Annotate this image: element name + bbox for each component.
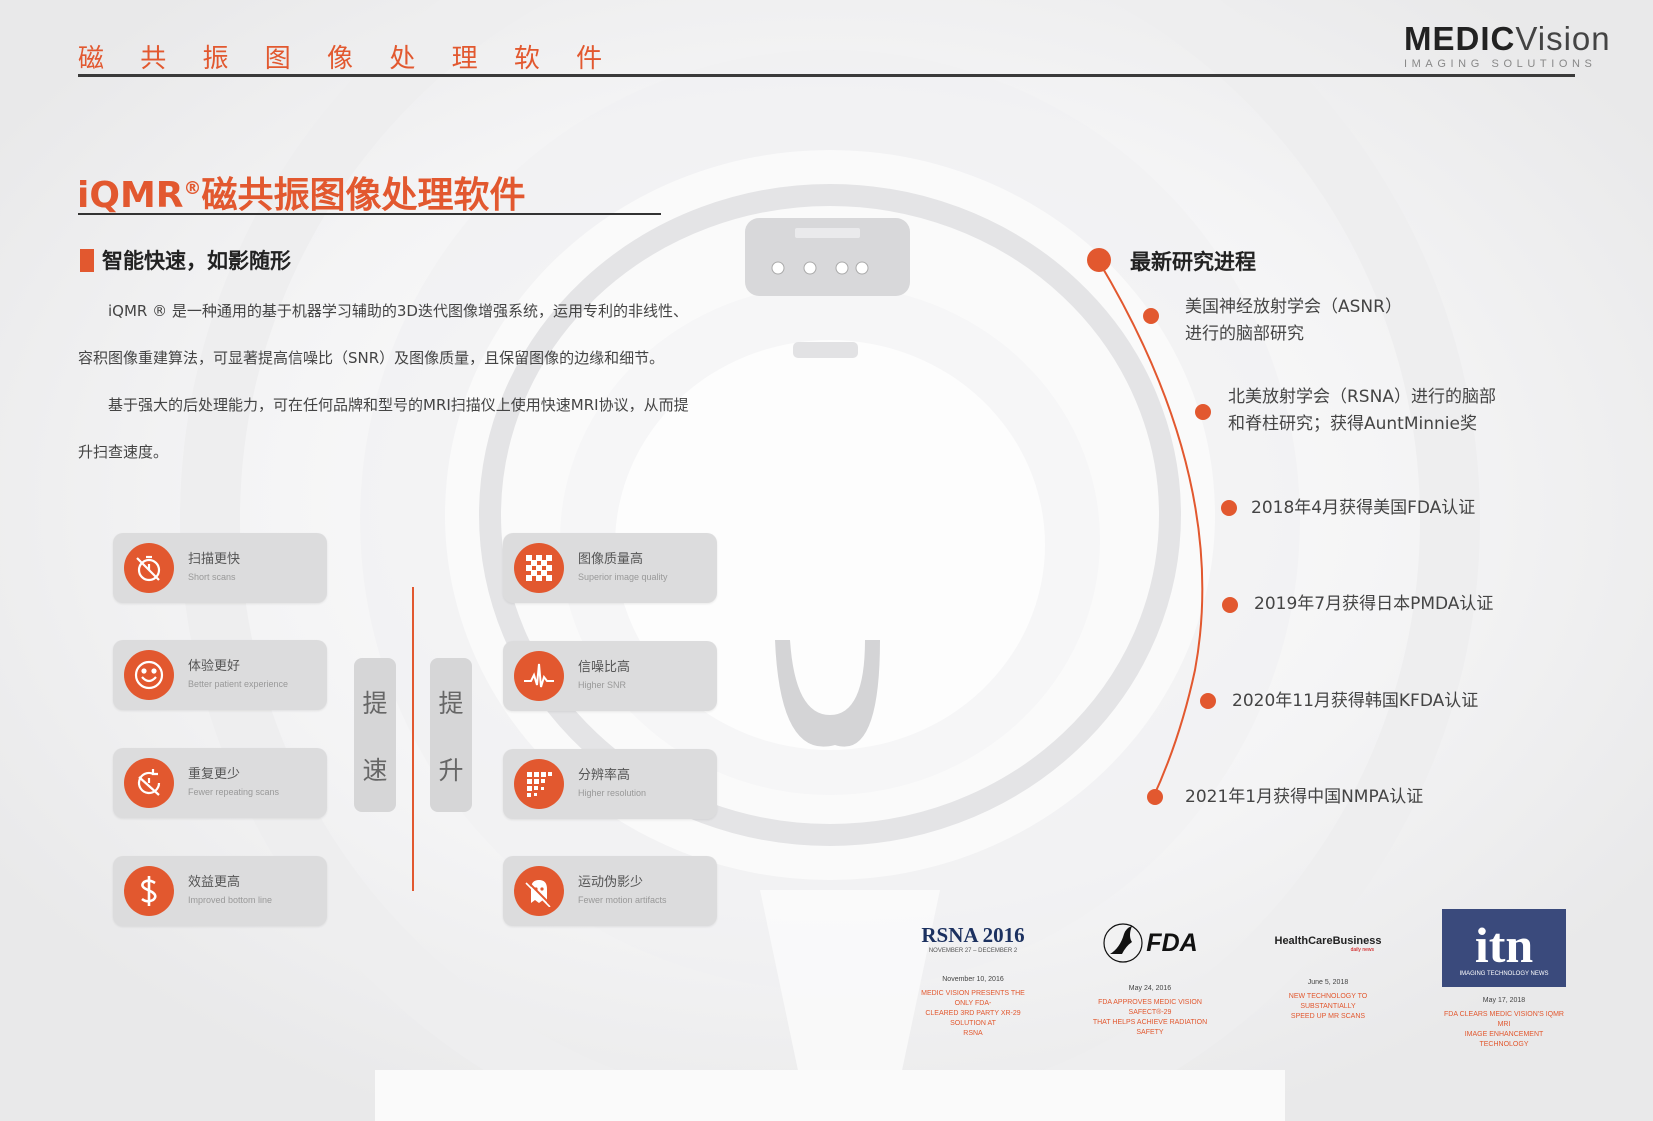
resolution-grid-icon	[514, 759, 564, 809]
timeline-dot	[1147, 789, 1163, 805]
timeline-item: 2018年4月获得美国FDA认证	[1251, 498, 1476, 518]
timeline-item: 北美放射学会（RSNA）进行的脑部和脊柱研究；获得AuntMinnie奖	[1228, 387, 1496, 434]
timeline-dot	[1195, 404, 1211, 420]
speed-up-label: 提速	[354, 658, 396, 812]
repeat-clock-icon	[124, 758, 174, 808]
itn-logo: itn IMAGING TECHNOLOGY NEWS	[1442, 909, 1566, 987]
signal-wave-icon	[514, 651, 564, 701]
timeline-item: 2021年1月获得中国NMPA认证	[1185, 787, 1424, 807]
performance-paragraph: 基于强大的后处理能力，可在任何品牌和型号的MRI扫描仪上使用快速MRI协议，从而…	[78, 396, 689, 461]
healthcarebusiness-logo: HealthCareBusiness	[1274, 935, 1382, 947]
itn-badge: itn IMAGING TECHNOLOGY NEWS May 17, 2018…	[1442, 909, 1566, 1050]
intro-paragraph: iQMR ® 是一种通用的基于机器学习辅助的3D迭代图像增强系统，运用专利的非线…	[78, 302, 688, 367]
center-divider	[412, 587, 414, 891]
medicvision-logo: MEDICVision IMAGING SOLUTIONS	[1404, 20, 1611, 70]
improve-label: 提升	[430, 658, 472, 812]
ghost-icon	[514, 866, 564, 916]
pixel-grid-icon	[514, 543, 564, 593]
timeline-item: 美国神经放射学会（ASNR）进行的脑部研究	[1185, 297, 1402, 344]
timeline-dot	[1200, 693, 1216, 709]
subtitle-marker	[80, 248, 94, 272]
smiley-icon	[124, 650, 174, 700]
hhs-eagle-icon	[1103, 923, 1143, 963]
research-title: 最新研究进程	[1130, 250, 1256, 274]
dollar-icon	[124, 866, 174, 916]
rsna-logo: RSNA 2016	[921, 922, 1025, 947]
timeline-dot	[1221, 500, 1237, 516]
title-underline	[78, 213, 661, 215]
stopwatch-icon	[124, 543, 174, 593]
fda-logo: FDA	[1146, 928, 1198, 957]
page-title: iQMR®磁共振图像处理软件	[77, 175, 526, 216]
timeline-item: 2019年7月获得日本PMDA认证	[1254, 594, 1494, 614]
timeline-arc	[1097, 259, 1204, 801]
rsna-badge: RSNA 2016 NOVEMBER 27 – DECEMBER 2 Novem…	[913, 920, 1033, 1039]
header-divider	[78, 74, 1575, 77]
timeline-dot	[1222, 597, 1238, 613]
timeline-item: 2020年11月获得韩国KFDA认证	[1232, 691, 1479, 711]
fda-badge: FDA May 24, 2016 FDA APPROVES MEDIC VISI…	[1090, 915, 1210, 1038]
timeline-dot	[1143, 308, 1159, 324]
section-title: 磁 共 振 图 像 处 理 软 件	[78, 44, 617, 74]
subtitle: 智能快速，如影随形	[80, 245, 291, 275]
healthcarebusiness-badge: HealthCareBusiness daily news June 5, 20…	[1268, 935, 1388, 1022]
